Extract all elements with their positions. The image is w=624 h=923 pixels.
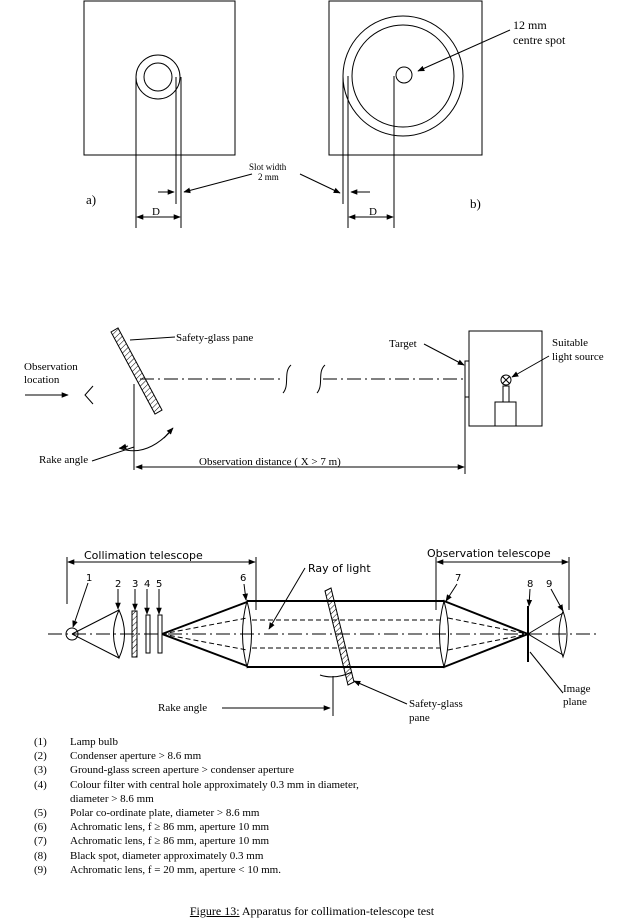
part-number: 2 [115,579,121,590]
part-number: 9 [546,579,552,590]
eye-icon [84,385,94,405]
legend-text: Achromatic lens, f ≥ 86 mm, aperture 10 … [70,821,270,834]
lamp-bulb [65,627,79,641]
legend-item: (2) Condenser aperture > 8.6 mm [34,749,594,763]
panel-a-outer-ring [135,54,181,100]
part-number: 3 [132,579,138,590]
figure-title: Apparatus for collimation-telescope test [239,904,435,918]
light-source-line1: Suitable [552,337,588,349]
legend-item: (4) Colour filter with central hole appro… [34,778,594,792]
legend-text: Black spot, diameter approximately 0.3 m… [70,849,264,862]
image-plane-label-line1: Image [563,683,591,695]
panel-b-outer-ring [342,15,464,137]
legend-continuation: diameter > 8.6 mm [70,792,154,805]
observation-location-line2: location [24,374,60,386]
condenser-lens [113,608,125,660]
legend-item: (9) Achromatic lens, f = 20 mm, aperture … [34,863,594,877]
legend-number: (4) [34,778,47,791]
centre-spot [395,66,413,84]
panel-b [299,0,511,228]
legend-item: (6) Achromatic lens, f ≥ 86 mm, aperture … [34,820,594,834]
rake-setup [25,327,550,474]
legend-item: (7) Achromatic lens, f ≥ 86 mm, aperture … [34,834,594,848]
part-number: 1 [86,573,92,584]
rake-angle-label: Rake angle [39,454,88,466]
polar-plate [157,614,163,654]
legend-number: (8) [34,849,47,862]
legend-number: (1) [34,736,47,748]
centre-spot-label: centre spot [513,33,566,47]
part-number: 6 [240,573,246,584]
target-label: Target [389,338,417,350]
legend-item: (1) Lamp bulb [34,735,594,749]
centre-spot-size: 12 mm [513,18,547,32]
panel-b-square [328,0,483,156]
legend-item: (3) Ground-glass screen aperture > conden… [34,763,594,777]
lamp-stand [502,385,510,403]
observation-location-line1: Observation [24,361,78,373]
panel-a-square [83,0,236,156]
legend-text: Lamp bulb [70,736,118,748]
target-box [468,330,543,427]
parts-legend: (1) Lamp bulb (2) Condenser aperture > 8.6… [34,735,594,877]
colour-filter [145,614,151,654]
legend-number: (2) [34,750,47,763]
legend-text: Condenser aperture > 8.6 mm [70,750,202,763]
observation-telescope-label: Observation telescope [427,547,551,560]
ray-of-light-label: Ray of light [308,562,371,575]
observation-distance-label: Observation distance ( X > 7 m) [199,456,341,468]
light-source-line2: light source [552,351,604,363]
figure-caption: Figure 13: Apparatus for collimation-tel… [0,904,624,919]
panel-a [83,0,253,228]
target [464,360,470,398]
lamp-icon [500,374,512,386]
panel-a-inner-ring [143,62,173,92]
legend-text: Achromatic lens, f ≥ 86 mm, aperture 10 … [70,835,270,848]
safety-glass-label: Safety-glass pane [176,332,253,344]
legend-number: (5) [34,807,47,820]
panel-b-dimension: D [369,206,377,218]
slot-width-label: Slot width [249,162,287,172]
part-number: 5 [156,579,162,590]
figure-number: Figure 13: [189,904,240,918]
legend-text: Colour filter with central hole approxim… [70,778,359,791]
telescope-safety-glass [324,587,355,686]
safety-glass-pane [110,327,163,415]
legend-item: (8) Black spot, diameter approximately 0.… [34,849,594,863]
legend-number: (3) [34,764,47,777]
part-number: 4 [144,579,150,590]
panel-a-label: a) [86,192,96,207]
legend-text: Polar co-ordinate plate, diameter > 8.6 … [70,807,260,820]
part-number: 7 [455,573,461,584]
legend-text: Ground-glass screen aperture > condenser… [70,764,294,777]
telescope-apparatus [48,557,596,716]
legend-number: (7) [34,835,47,848]
legend-number: (9) [34,863,47,876]
collimation-telescope-label: Collimation telescope [84,549,203,562]
telescope-glass-label-line2: pane [409,712,430,724]
telescope-glass-label-line1: Safety-glass [409,698,463,710]
slot-width-value: 2 mm [258,172,279,182]
lamp-base [494,401,517,427]
image-plane-label-line2: plane [563,696,587,708]
legend-number: (6) [34,821,47,834]
legend-item: (5) Polar co-ordinate plate, diameter > 8… [34,806,594,820]
lens-9 [558,609,568,659]
telescope-rake-angle-label: Rake angle [158,702,207,714]
legend-text: Achromatic lens, f = 20 mm, aperture < 1… [70,863,281,876]
panel-b-label: b) [470,196,481,211]
panel-a-dimension: D [152,206,160,218]
ground-glass-screen [131,610,138,658]
panel-b-inner-ring [351,24,455,128]
part-number: 8 [527,579,533,590]
